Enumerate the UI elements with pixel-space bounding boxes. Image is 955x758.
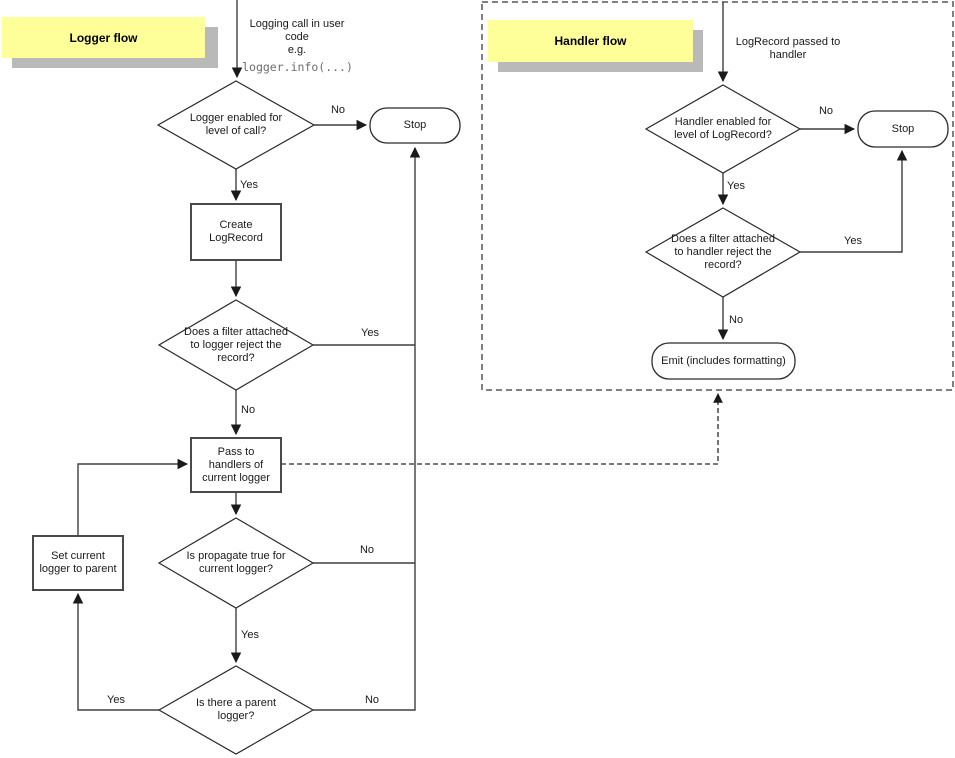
edge-handler-filter-yes-to-stop — [800, 149, 908, 253]
handler-flow-container-border — [481, 1, 954, 391]
pass-to-handlers-label: Pass to handlers of current logger — [202, 445, 270, 484]
edge-label-filter-no: No — [241, 404, 256, 416]
parent-logger-question: Is there a parent logger? — [195, 697, 277, 722]
logger-entry-annotation: Logging call in user code e.g. — [249, 17, 345, 56]
logger-entry-code: logger.info(...) — [242, 60, 353, 74]
edge-label-propagate-yes: Yes — [241, 629, 259, 641]
diamond-propagate — [157, 517, 315, 609]
edge-pass-to-handler-flow-dashed — [281, 393, 723, 465]
edge-label-handler-enabled-yes: Yes — [727, 180, 745, 192]
handler-entry-annotation: LogRecord passed to handler — [735, 36, 841, 61]
edge-label-handler-filter-no: No — [729, 314, 744, 326]
terminator-logger-stop — [369, 107, 461, 144]
logger-flow-title: Logger flow — [69, 30, 138, 45]
logger-enabled-question: Logger enabled for level of call? — [189, 112, 283, 137]
handler-enabled-question: Handler enabled for level of LogRecord? — [674, 116, 772, 141]
diamond-handler-filter — [644, 207, 802, 298]
edge-label-parent-yes: Yes — [107, 694, 125, 706]
emit-label: Emit (includes formatting) — [661, 354, 786, 367]
edge-label-enabled-no: No — [330, 104, 346, 116]
edge-label-enabled-yes: Yes — [240, 179, 258, 191]
propagate-question: Is propagate true for current logger? — [186, 550, 286, 575]
logger-flow-title-note: Logger flow — [2, 17, 205, 58]
diamond-logger-filter — [157, 299, 315, 391]
edge-parent-no-up-to-stop — [313, 146, 421, 711]
diamond-handler-enabled — [644, 84, 802, 174]
process-pass-to-handlers — [190, 437, 282, 493]
handler-stop-label: Stop — [891, 122, 915, 135]
set-current-logger-label: Set current logger to parent — [39, 550, 117, 575]
terminator-emit — [651, 342, 796, 380]
terminator-handler-stop — [857, 110, 949, 148]
logger-filter-question: Does a filter attached to logger reject … — [184, 325, 288, 364]
edge-label-handler-filter-yes: Yes — [844, 235, 862, 247]
diamond-logger-enabled — [156, 80, 316, 170]
edge-label-handler-enabled-no: No — [818, 105, 834, 117]
edge-label-parent-no: No — [364, 694, 380, 706]
logger-stop-label: Stop — [403, 119, 427, 131]
edge-setparent-to-pass — [77, 458, 189, 536]
process-set-current-logger — [32, 535, 124, 591]
process-create-logrecord — [190, 203, 282, 261]
create-logrecord-label: Create LogRecord — [209, 219, 263, 244]
handler-filter-question: Does a filter attached to handler reject… — [671, 233, 775, 271]
handler-flow-title: Handler flow — [554, 34, 627, 48]
handler-flow-title-note: Handler flow — [488, 20, 693, 62]
edge-label-propagate-no: No — [359, 544, 375, 556]
edge-parent-yes-to-setparent — [72, 592, 159, 711]
diamond-parent-logger — [157, 665, 315, 755]
edge-label-filter-yes: Yes — [361, 327, 379, 339]
